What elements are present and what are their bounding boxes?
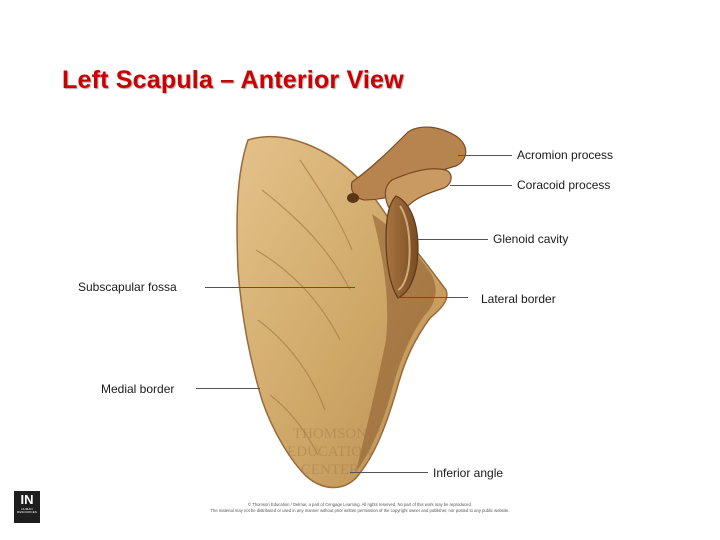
leader-medial <box>196 388 260 389</box>
label-medial-border: Medial border <box>101 382 175 396</box>
copyright-line-2: The material may not be distributed or u… <box>210 508 510 513</box>
leader-acromion <box>458 155 512 156</box>
label-lateral-border: Lateral border <box>481 292 556 306</box>
glenoid-shape <box>385 195 419 299</box>
leader-subscapular <box>205 287 355 288</box>
watermark-line-1: THOMSON <box>293 426 367 442</box>
scapular-notch <box>347 193 359 203</box>
leader-glenoid <box>412 239 488 240</box>
glenoid-rim <box>397 205 411 291</box>
copyright-line-1: © Thomson Education / Delmar, a part of … <box>248 502 472 507</box>
acromion-shape <box>350 126 467 201</box>
lateral-shadow <box>356 214 436 472</box>
slide-title: Left Scapula – Anterior View <box>62 66 404 94</box>
leader-lateral <box>398 297 468 298</box>
label-acromion-process: Acromion process <box>517 148 614 162</box>
leader-coracoid <box>450 185 512 186</box>
label-inferior-angle: Inferior angle <box>433 466 504 480</box>
logo-mark: IN <box>20 492 34 507</box>
label-glenoid-cavity: Glenoid cavity <box>493 232 569 246</box>
scapula-body <box>236 135 448 489</box>
watermark-line-3: CENTER <box>301 462 359 478</box>
watermark-line-2: EDUCATION <box>287 444 373 460</box>
fossa-ridges <box>255 159 353 456</box>
watermark: THOMSON EDUCATION CENTER <box>287 426 373 478</box>
label-coracoid-process: Coracoid process <box>517 178 611 192</box>
logo-subtext: HUMAN RESOURCES <box>17 507 37 514</box>
label-subscapular-fossa: Subscapular fossa <box>78 280 177 294</box>
publisher-logo: IN HUMAN RESOURCES <box>14 491 40 523</box>
leader-inferior <box>350 472 428 473</box>
